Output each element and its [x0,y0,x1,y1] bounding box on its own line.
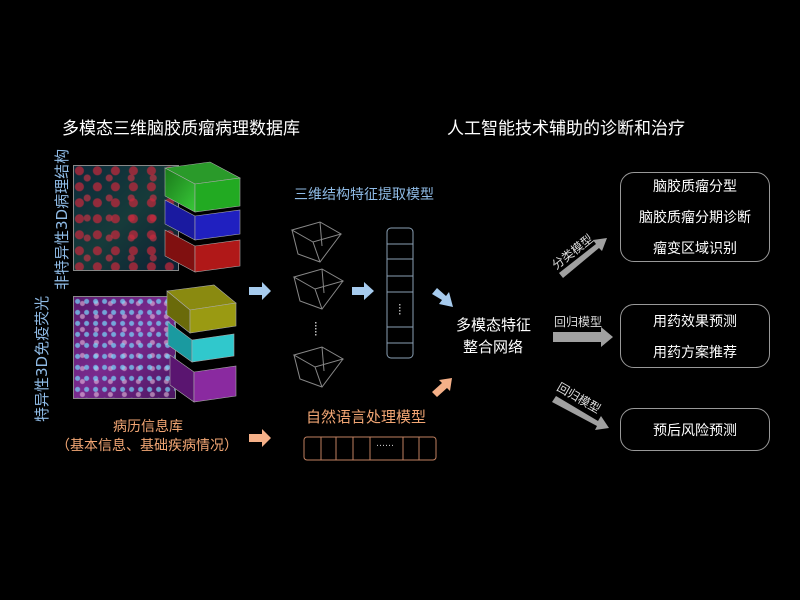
regress-arrow-1 [553,327,613,347]
prognosis-output-box: 预后风险预测 [620,408,770,451]
records-subtitle: （基本信息、基础疾病情况） [56,438,238,454]
token-ellipsis: …… [376,439,394,449]
fusion-line1: 多模态特征 [456,316,532,334]
output-item: 脑胶质瘤分型 [653,179,737,195]
arrow-nlp-to-fusion [432,378,452,397]
boxes-ellipsis [315,322,317,336]
arrow-vector-to-fusion [432,288,453,307]
pathology-structure-image [73,165,179,271]
fusion-line2: 整合网络 [463,338,524,356]
records-title: 病历信息库 [113,419,183,435]
left-title: 多模态三维脑胶质瘤病理数据库 [62,119,300,139]
feature-vector [386,227,414,359]
token-sequence [303,436,437,461]
volume-stack-1 [164,161,241,273]
classify-arrow [559,238,607,278]
feature-volume-boxes [290,221,345,388]
regress-arrow-2 [552,396,609,430]
arrow-images-to-features [249,282,271,300]
diagnosis-output-box: 脑胶质瘤分型 脑胶质瘤分期诊断 瘤变区域识别 [620,172,770,262]
volume-stack-2 [166,284,237,403]
treatment-output-box: 用药效果预测 用药方案推荐 [620,304,770,368]
nlp-model-label: 自然语言处理模型 [306,408,427,426]
output-item: 用药效果预测 [653,313,737,330]
output-item: 用药方案推荐 [653,344,737,361]
output-item: 预后风险预测 [653,422,737,439]
right-title: 人工智能技术辅助的诊断和治疗 [447,119,685,139]
arrow-features-to-vector [352,282,374,300]
regress-label-1: 回归模型 [554,315,603,329]
output-item: 瘤变区域识别 [653,241,737,257]
output-item: 脑胶质瘤分期诊断 [639,210,751,226]
arrow-records-to-nlp [249,429,271,447]
structure-model-label: 三维结构特征提取模型 [294,187,434,203]
